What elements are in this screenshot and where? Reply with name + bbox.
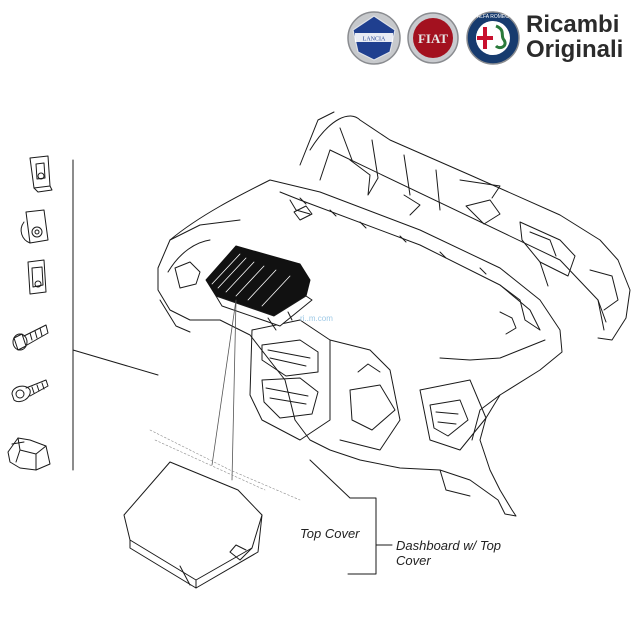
dashed-guide	[149, 429, 301, 501]
callout-dashboard: Dashboard w/ Top Cover	[396, 538, 531, 568]
fastener-clip-4	[7, 437, 51, 471]
brand-line-2: Originali	[526, 36, 624, 63]
fastener-group-bracket	[72, 159, 159, 471]
brand-line-1: Ricambi	[526, 11, 620, 38]
fastener-clip-1	[29, 155, 53, 193]
callout-top-cover: Top Cover	[300, 526, 360, 541]
support-frame	[299, 111, 631, 341]
dashboard-body	[157, 179, 563, 517]
top-cover-installed	[205, 245, 313, 331]
fiat-logo-text: FIAT	[418, 31, 448, 46]
lancia-logo: LANCIA	[347, 11, 401, 65]
watermark: ri..m.com	[300, 314, 333, 323]
fastener-clip-3	[27, 259, 47, 295]
dashboard-leader	[309, 459, 393, 575]
lancia-logo-text: LANCIA	[363, 37, 386, 43]
fastener-screw-2	[11, 379, 49, 403]
callout-dashboard-line-1: Dashboard w/ Top	[396, 538, 502, 553]
alfa-romeo-logo-text: ALFA ROMEO	[477, 14, 509, 20]
alfa-romeo-logo: ALFA ROMEO	[466, 11, 520, 65]
fiat-logo: FIAT	[407, 12, 459, 64]
fastener-clip-2	[20, 209, 49, 244]
fastener-screw-1	[12, 324, 49, 351]
top-cover-leader	[211, 299, 237, 481]
callout-dashboard-line-2: Cover	[396, 553, 431, 568]
brand-wordmark: Ricambi Originali	[526, 12, 623, 62]
top-cover-part	[123, 461, 263, 589]
